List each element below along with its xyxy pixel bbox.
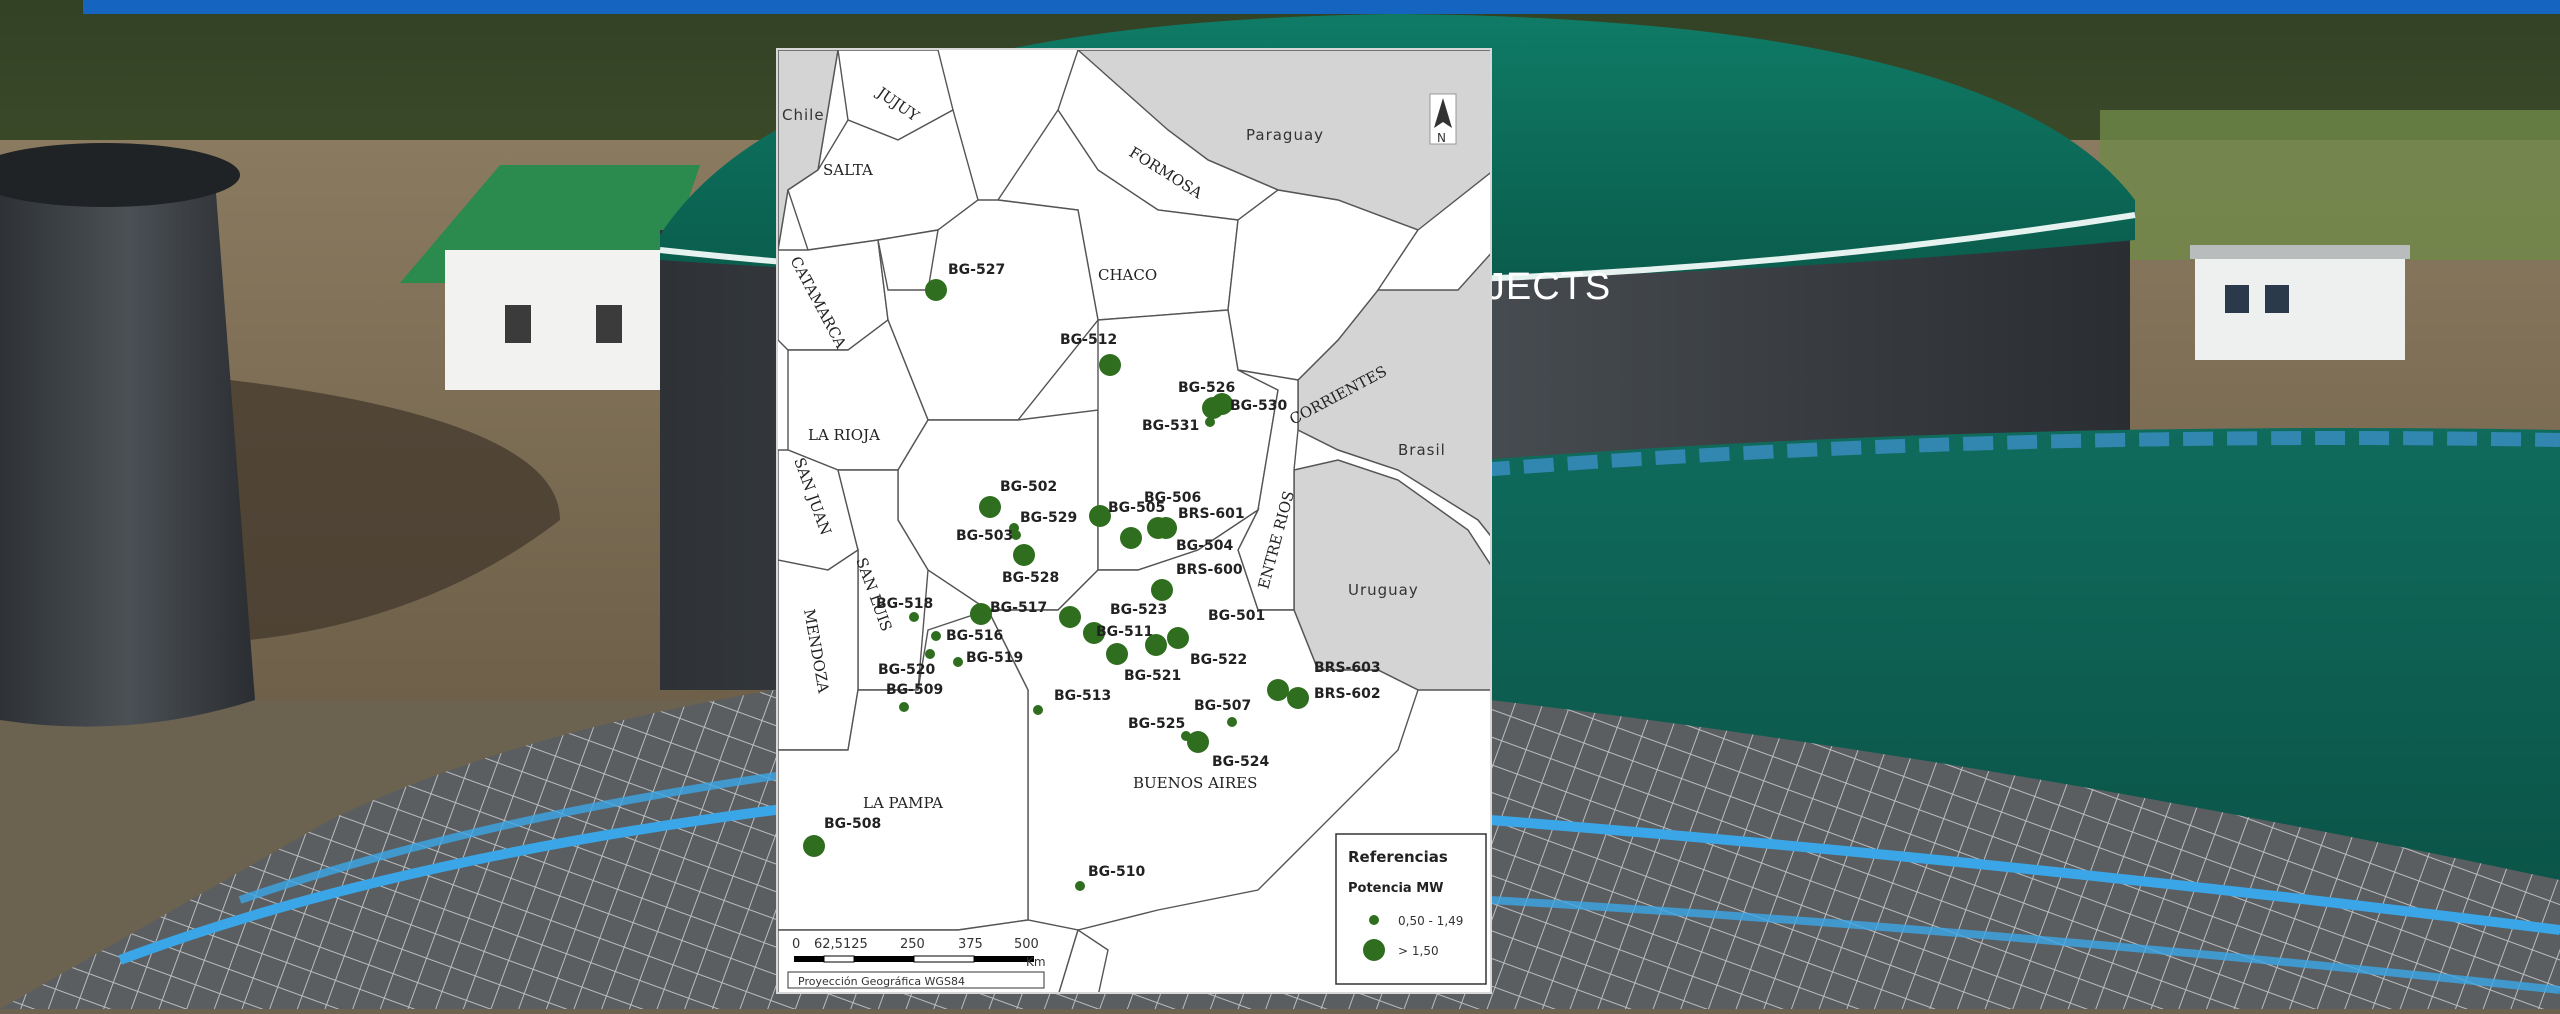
legend-label-small: 0,50 - 1,49 xyxy=(1398,914,1463,928)
scale-unit: Km xyxy=(1026,955,1046,969)
project-marker-bg-501 xyxy=(1167,627,1189,649)
project-marker-bg-518 xyxy=(909,612,919,622)
project-label-bg-524: BG-524 xyxy=(1212,754,1269,770)
project-label-bg-523: BG-523 xyxy=(1110,602,1167,618)
legend-title: Referencias xyxy=(1348,848,1448,866)
project-label-bg-529: BG-529 xyxy=(1020,510,1077,526)
project-marker-bg-520 xyxy=(925,649,935,659)
project-label-bg-520: BG-520 xyxy=(878,662,935,678)
project-marker-bg-504 xyxy=(1147,517,1169,539)
scale-tick-1: 62,5125 xyxy=(814,937,868,952)
top-accent-bar xyxy=(83,0,2560,14)
project-label-brs-601: BRS-601 xyxy=(1178,506,1245,522)
project-label-brs-600: BRS-600 xyxy=(1176,562,1243,578)
project-marker-bg-508 xyxy=(803,835,825,857)
project-marker-bg-505 xyxy=(1089,505,1111,527)
north-arrow-icon: N xyxy=(1429,93,1457,145)
project-marker-bg-530 xyxy=(1211,393,1233,415)
project-marker-bg-502 xyxy=(979,496,1001,518)
label-salta: SALTA xyxy=(823,161,873,179)
project-marker-bg-513 xyxy=(1033,705,1043,715)
project-marker-bg-517 xyxy=(970,603,992,625)
project-label-bg-525: BG-525 xyxy=(1128,716,1185,732)
project-label-bg-512: BG-512 xyxy=(1060,332,1117,348)
north-arrow-label: N xyxy=(1437,131,1446,145)
project-label-bg-502: BG-502 xyxy=(1000,479,1057,495)
legend-marker-large xyxy=(1363,939,1385,961)
project-label-bg-516: BG-516 xyxy=(946,628,1003,644)
project-marker-bg-527 xyxy=(925,279,947,301)
project-marker-bg-507 xyxy=(1227,717,1237,727)
project-marker-bg-509 xyxy=(899,702,909,712)
project-label-bg-526: BG-526 xyxy=(1178,380,1235,396)
scale-tick-2: 250 xyxy=(900,937,925,952)
project-marker-bg-516 xyxy=(931,631,941,641)
project-marker-bg-521 xyxy=(1106,643,1128,665)
project-label-bg-527: BG-527 xyxy=(948,262,1005,278)
project-label-bg-528: BG-528 xyxy=(1002,570,1059,586)
project-marker-bg-523 xyxy=(1059,606,1081,628)
project-marker-brs-603 xyxy=(1267,679,1289,701)
legend-marker-small xyxy=(1369,915,1379,925)
label-chaco: CHACO xyxy=(1098,266,1157,284)
project-label-bg-503: BG-503 xyxy=(956,528,1013,544)
label-uruguay: Uruguay xyxy=(1348,581,1419,599)
label-paraguay: Paraguay xyxy=(1246,126,1324,144)
project-marker-bg-531 xyxy=(1205,417,1215,427)
projects-map: Chile Paraguay Brasil Uruguay JUJUY SALT… xyxy=(776,48,1492,994)
provinces xyxy=(778,50,1490,992)
scale-tick-3: 375 xyxy=(958,937,983,952)
label-brasil: Brasil xyxy=(1398,441,1446,459)
scale-bar: 0 62,5125 250 375 500 Km Proyección Geog… xyxy=(787,937,1046,989)
province-tucuman xyxy=(877,229,939,291)
project-markers: BG-527BG-512BG-526BG-530BG-531BG-502BG-5… xyxy=(803,262,1381,891)
project-label-bg-501: BG-501 xyxy=(1208,608,1265,624)
project-marker-bg-511 xyxy=(1083,622,1105,644)
project-marker-bg-528 xyxy=(1013,544,1035,566)
project-label-bg-508: BG-508 xyxy=(824,816,881,832)
project-marker-bg-524 xyxy=(1187,731,1209,753)
scale-tick-0: 0 xyxy=(792,937,800,952)
project-marker-bg-522 xyxy=(1145,634,1167,656)
project-marker-brs-602 xyxy=(1287,687,1309,709)
project-label-bg-519: BG-519 xyxy=(966,650,1023,666)
province-south xyxy=(1058,928,1109,992)
project-marker-bg-510 xyxy=(1075,881,1085,891)
project-label-bg-511: BG-511 xyxy=(1096,624,1153,640)
project-label-bg-518: BG-518 xyxy=(876,596,933,612)
project-label-bg-509: BG-509 xyxy=(886,682,943,698)
project-label-brs-603: BRS-603 xyxy=(1314,660,1381,676)
project-label-bg-506: BG-506 xyxy=(1144,490,1201,506)
project-marker-bg-512 xyxy=(1099,354,1121,376)
label-la-pampa: LA PAMPA xyxy=(863,794,943,812)
project-label-bg-505: BG-505 xyxy=(1108,500,1165,516)
project-label-brs-602: BRS-602 xyxy=(1314,686,1381,702)
project-label-bg-522: BG-522 xyxy=(1190,652,1247,668)
project-label-bg-510: BG-510 xyxy=(1088,864,1145,880)
legend-subtitle: Potencia MW xyxy=(1348,881,1443,896)
project-marker-bg-519 xyxy=(953,657,963,667)
project-label-bg-521: BG-521 xyxy=(1124,668,1181,684)
legend-label-large: > 1,50 xyxy=(1398,944,1439,958)
label-chile: Chile xyxy=(782,106,825,124)
province-misiones xyxy=(1376,172,1490,291)
project-label-bg-530: BG-530 xyxy=(1230,398,1287,414)
label-la-rioja: LA RIOJA xyxy=(808,426,880,444)
projection-label: Proyección Geográfica WGS84 xyxy=(798,975,965,988)
project-marker-brs-600 xyxy=(1151,579,1173,601)
project-label-bg-504: BG-504 xyxy=(1176,538,1233,554)
project-marker-bg-506 xyxy=(1120,527,1142,549)
project-label-bg-507: BG-507 xyxy=(1194,698,1251,714)
project-label-bg-517: BG-517 xyxy=(990,600,1047,616)
scale-tick-4: 500 xyxy=(1014,937,1039,952)
project-label-bg-513: BG-513 xyxy=(1054,688,1111,704)
argentina-map: Chile Paraguay Brasil Uruguay JUJUY SALT… xyxy=(778,50,1490,992)
project-label-bg-531: BG-531 xyxy=(1142,418,1199,434)
label-buenos-aires: BUENOS AIRES xyxy=(1133,774,1257,792)
project-marker-bg-503 xyxy=(1011,530,1021,540)
legend: Referencias Potencia MW 0,50 - 1,49 > 1,… xyxy=(1335,833,1487,985)
